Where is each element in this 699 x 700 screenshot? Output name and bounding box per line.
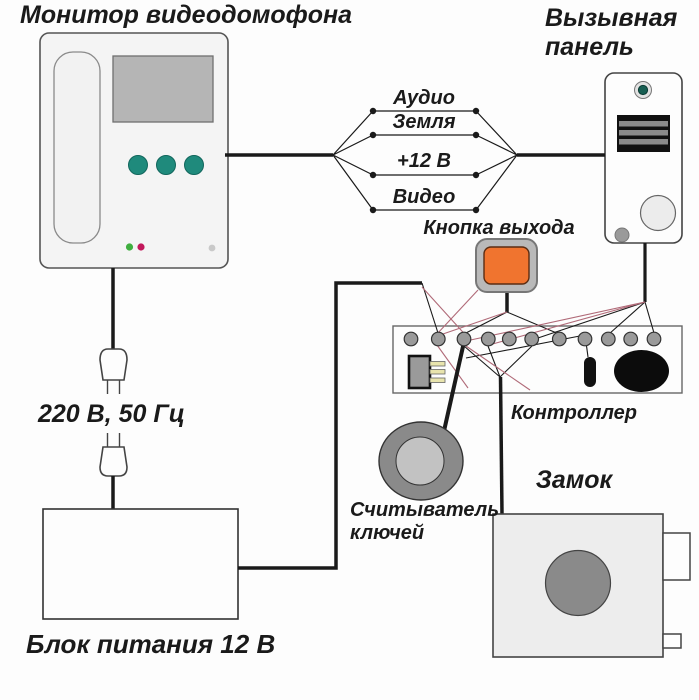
wire-to-lock <box>498 376 504 515</box>
exit-button-label: Кнопка выхода <box>423 217 575 239</box>
wire-label-ground: Земля <box>392 111 456 133</box>
monitor-title: Монитор видеодомофона <box>20 1 353 29</box>
key-reader-label: Считыватель ключей <box>350 499 499 545</box>
grille-stripe <box>619 121 668 127</box>
power-path <box>42 268 422 620</box>
exit-button-device <box>475 238 538 293</box>
lock-device <box>492 513 691 658</box>
lock-bolt-large <box>662 532 691 581</box>
key-reader-device <box>378 421 464 501</box>
fan-junction-dots <box>369 107 480 214</box>
controller-wires <box>421 243 655 515</box>
wire-label-audio: Аудио <box>393 87 455 109</box>
monitor-button-2-icon <box>156 155 176 175</box>
grille-stripe <box>619 130 668 136</box>
plug-bottom-prongs <box>106 433 121 447</box>
controller-label: Контроллер <box>510 402 637 424</box>
mains-label: 220 В, 50 Гц <box>38 400 185 428</box>
monitor-screen <box>112 55 214 123</box>
capacitor-component <box>584 357 596 387</box>
plug-top-icon <box>99 348 128 381</box>
monitor-led-red <box>137 243 145 251</box>
call-panel-title-line1: Вызывная <box>545 4 678 32</box>
call-button-icon <box>639 194 677 232</box>
monitor-led-green <box>125 243 134 251</box>
monitor-device <box>39 32 229 269</box>
terminal-strip <box>403 331 662 347</box>
key-reader-label-line2: ключей <box>350 522 425 544</box>
panel-mic-hole <box>614 227 630 243</box>
bus-wire-fan <box>225 107 605 214</box>
reader-inner-pad <box>395 436 445 486</box>
call-panel-device <box>604 72 683 244</box>
wire-psu-to-controller <box>238 281 422 570</box>
lock-bolt-small <box>662 633 682 649</box>
exit-button-pad-icon <box>483 246 530 285</box>
plug-top-prongs <box>106 380 121 394</box>
fan-lines <box>332 110 518 211</box>
relay-pins <box>429 361 446 383</box>
power-supply-box <box>42 508 239 620</box>
plug-bottom-icon <box>99 446 128 477</box>
monitor-button-3-icon <box>184 155 204 175</box>
monitor-handset <box>53 51 101 244</box>
lock-coil-icon <box>544 549 612 617</box>
wire-label-12v: +12 В <box>397 150 451 172</box>
grille-stripe <box>619 139 668 145</box>
key-reader-label-line1: Считыватель <box>350 499 500 521</box>
call-panel-title-line2: панель <box>545 33 634 61</box>
wire-to-key-reader <box>442 341 466 432</box>
lock-label: Замок <box>535 466 613 494</box>
monitor-mic-hole <box>208 244 216 252</box>
controller-components <box>403 331 669 392</box>
wire-label-video: Видео <box>392 186 456 208</box>
thin-red-wires <box>421 286 646 391</box>
camera-lens-icon <box>637 84 649 96</box>
power-supply-label: Блок питания 12 В <box>26 629 276 659</box>
buzzer-component <box>614 350 669 392</box>
monitor-button-1-icon <box>128 155 148 175</box>
call-panel-title: Вызывная панель <box>545 4 677 62</box>
relay-component <box>407 354 432 390</box>
